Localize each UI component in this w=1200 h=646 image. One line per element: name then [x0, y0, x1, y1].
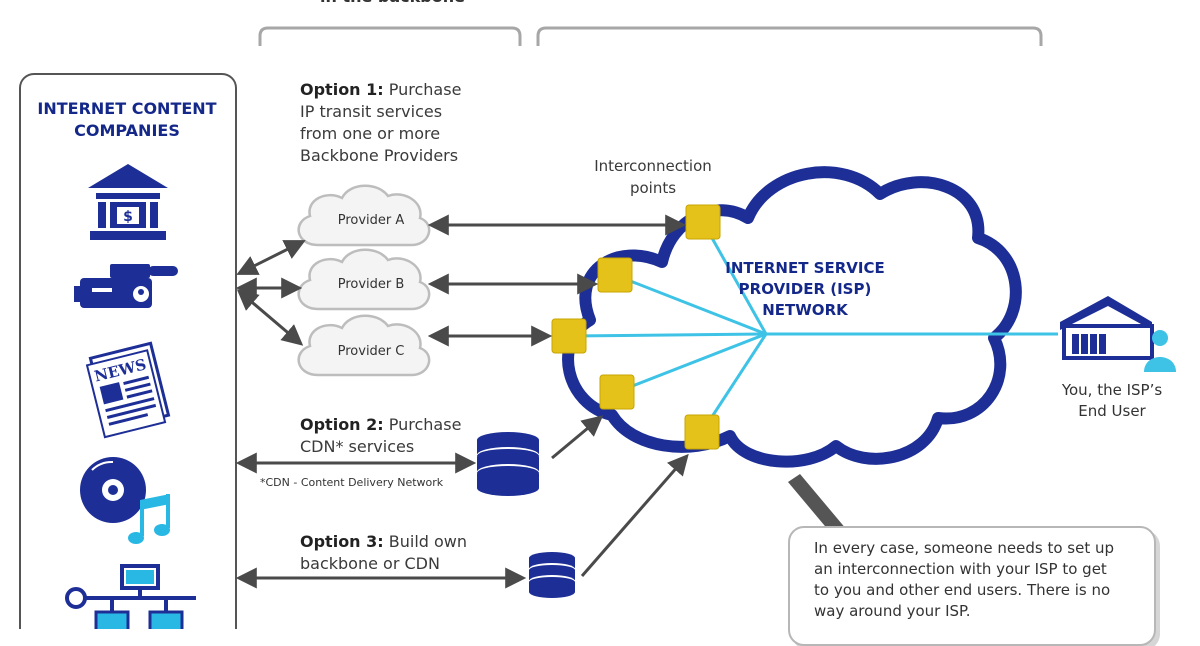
- companies-title-line2: COMPANIES: [74, 121, 180, 140]
- bracket-right: [536, 26, 1043, 46]
- interconnection-point: [551, 318, 587, 354]
- note-line2: an interconnection with your ISP to get: [814, 560, 1107, 578]
- bank-icon: $: [88, 164, 168, 240]
- end-user-icon: [1144, 330, 1176, 372]
- interconnection-line1: Interconnection: [594, 157, 712, 175]
- interconnection-point: [685, 204, 721, 240]
- interconnection-line2: points: [629, 179, 677, 197]
- companies-title-line1: INTERNET CONTENT: [37, 99, 217, 118]
- interconnection-label: Interconnection points: [578, 155, 728, 199]
- provider-a-label: Provider A: [337, 213, 405, 228]
- interconnection-points: [551, 204, 721, 450]
- provider-c-label: Provider C: [337, 344, 405, 359]
- option2-text: Option 2: Purchase CDN* services: [300, 414, 461, 458]
- option3-line2: backbone or CDN: [300, 554, 440, 573]
- provider-cloud-c: [297, 314, 431, 377]
- companies-title: INTERNET CONTENT COMPANIES: [24, 98, 230, 142]
- diagram: $ NEWS: [19, 0, 1176, 646]
- interconnection-point: [597, 257, 633, 293]
- option1-line4: Backbone Providers: [300, 146, 459, 165]
- interconnection-point: [599, 374, 635, 410]
- note-line4: way around your ISP.: [814, 602, 971, 620]
- option1-text: Option 1: Purchase IP transit services f…: [300, 79, 461, 167]
- music-cd-icon: [80, 457, 170, 544]
- svg-text:$: $: [123, 209, 133, 225]
- isp-internal-links: [570, 221, 1058, 433]
- arrow-backbone-isp: [580, 453, 689, 577]
- cdn-footnote: *CDN - Content Delivery Network: [260, 476, 444, 489]
- arrow-cdn-isp: [551, 415, 604, 460]
- arrow-companies-provider-a: [236, 240, 306, 275]
- bracket-left: [258, 26, 522, 46]
- note-line3: to you and other end users. There is no: [814, 581, 1111, 599]
- backbone-caption: in the backbone: [320, 0, 465, 8]
- option2-line1: Purchase: [383, 415, 462, 434]
- isp-network-label: INTERNET SERVICE PROVIDER (ISP) NETWORK: [712, 258, 898, 321]
- house-icon: [1060, 296, 1154, 360]
- option1-line3: from one or more: [300, 124, 441, 143]
- option2-line2: CDN* services: [300, 437, 415, 456]
- provider-cloud-b: [297, 248, 431, 311]
- note-callout: In every case, someone needs to set up a…: [788, 526, 1156, 646]
- end-user-line2: End User: [1078, 402, 1146, 420]
- option1-line1: Purchase: [383, 80, 462, 99]
- option3-line1: Build own: [383, 532, 468, 551]
- end-user-line1: You, the ISP’s: [1061, 381, 1163, 399]
- arrows: [235, 214, 689, 589]
- newspaper-icon: NEWS: [85, 341, 171, 439]
- option2-label: Option 2:: [300, 415, 384, 434]
- interconnection-point: [684, 414, 720, 450]
- arrow-companies-provider-c: [236, 289, 304, 346]
- option1-line2: IP transit services: [300, 102, 443, 121]
- isp-line1: INTERNET SERVICE: [725, 259, 885, 277]
- backbone-database-icon: [529, 552, 575, 598]
- cdn-database-icon: [477, 432, 539, 496]
- end-user-label: You, the ISP’s End User: [1052, 380, 1172, 422]
- option1-label: Option 1:: [300, 80, 384, 99]
- isp-line2: PROVIDER (ISP): [738, 280, 872, 298]
- provider-b-label: Provider B: [337, 277, 405, 292]
- isp-line3: NETWORK: [762, 301, 848, 319]
- diagram-graphics: $ NEWS: [19, 26, 1176, 629]
- network-icon: [65, 564, 196, 629]
- note-text: In every case, someone needs to set up a…: [814, 538, 1140, 622]
- option3-text: Option 3: Build own backbone or CDN: [300, 531, 467, 575]
- video-camera-icon: [74, 264, 178, 308]
- option3-label: Option 3:: [300, 532, 384, 551]
- note-line1: In every case, someone needs to set up: [814, 539, 1114, 557]
- provider-cloud-a: [297, 184, 431, 247]
